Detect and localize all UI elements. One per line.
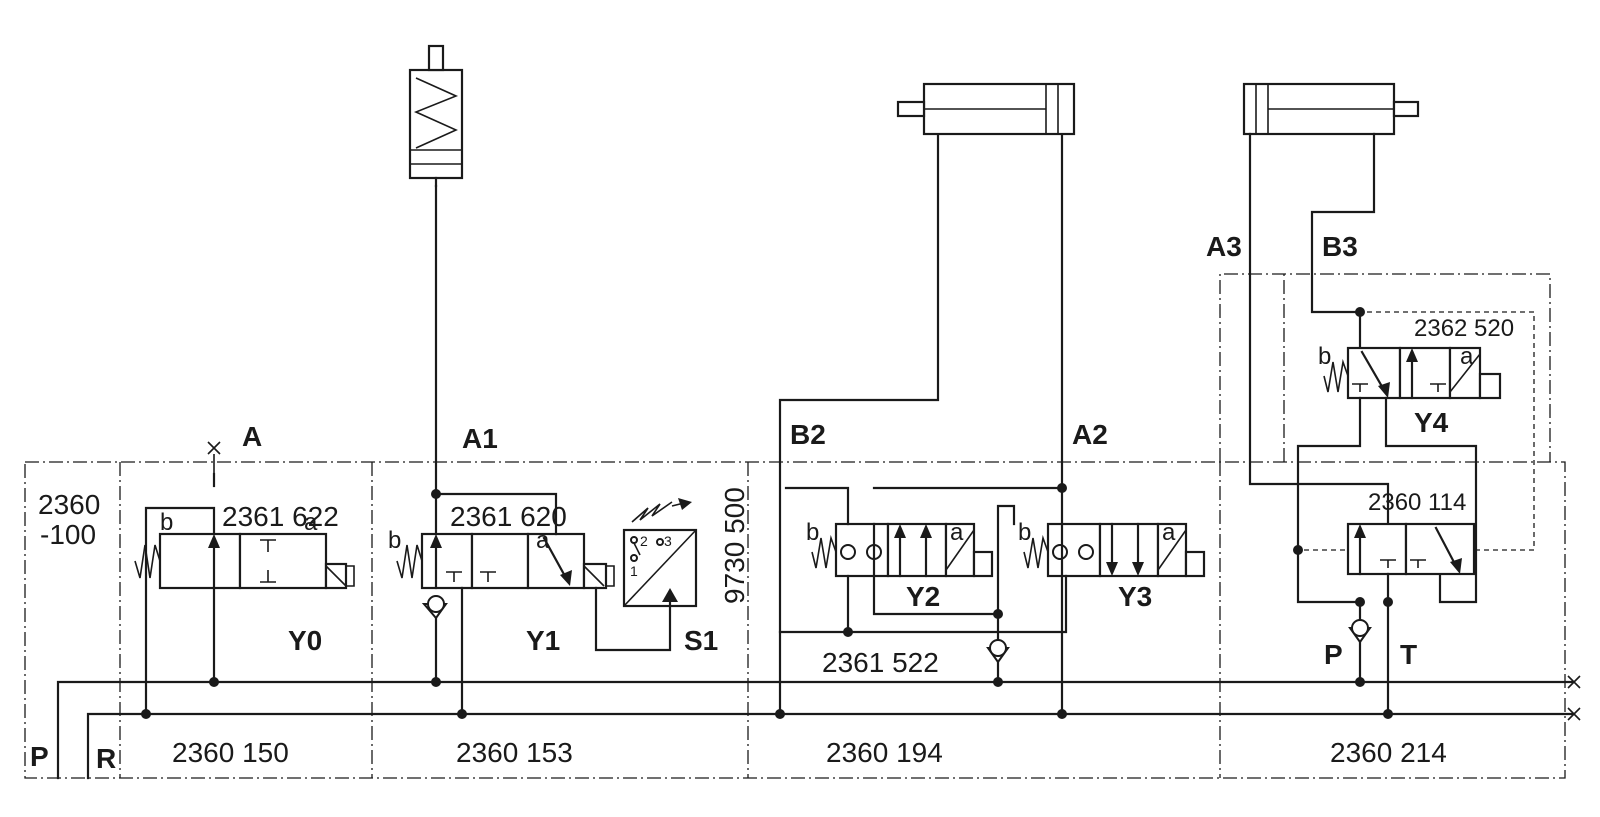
port-label-r-main: R (96, 743, 116, 774)
part-number-sub-valve: 2360 114 (1368, 489, 1466, 516)
side-label-a: a (1460, 343, 1474, 370)
valve-y4-section (1242, 82, 1502, 716)
coil-label-y0: Y0 (288, 625, 322, 656)
text-labels: A A1 B2 A2 A3 B3 P R P T Y0 Y1 Y2 Y3 Y4 … (30, 231, 1514, 774)
coil-label-y3: Y3 (1118, 581, 1152, 612)
port-label-a3: A3 (1206, 231, 1242, 262)
switch-port-2: 2 (640, 533, 648, 549)
switch-port-1: 1 (630, 563, 638, 579)
switch-port-3: 3 (664, 533, 672, 549)
supply-lines (56, 675, 1581, 780)
part-number-y0: 2361 622 (222, 501, 339, 532)
base-number-3: 2360 194 (826, 737, 943, 768)
side-label-b: b (160, 509, 173, 536)
side-label-b: b (806, 519, 819, 546)
valve-y0 (134, 441, 355, 716)
base-number-4: 2360 214 (1330, 737, 1447, 768)
side-label-b: b (1018, 519, 1031, 546)
part-number-s1: 9730 500 (719, 487, 750, 604)
pressure-switch-s1 (594, 498, 698, 652)
port-label-b2: B2 (790, 419, 826, 450)
port-label-a2: A2 (1072, 419, 1108, 450)
port-label-b3: B3 (1322, 231, 1358, 262)
switch-label-s1: S1 (684, 625, 718, 656)
base-number-2: 2360 153 (456, 737, 573, 768)
port-label-p-sub: P (1324, 639, 1343, 670)
junction-dots (141, 307, 1393, 719)
part-number-y4: 2362 520 (1414, 315, 1514, 342)
base-number-1: 2360 150 (172, 737, 289, 768)
coil-label-y4: Y4 (1414, 407, 1449, 438)
coil-label-y2: Y2 (906, 581, 940, 612)
side-label-a: a (950, 519, 964, 546)
valve-y1 (396, 44, 615, 716)
valves-y2-y3 (778, 82, 1206, 716)
port-label-p-main: P (30, 741, 49, 772)
side-label-b: b (1318, 343, 1331, 370)
side-label-a: a (1162, 519, 1176, 546)
end-plate-number-line2: -100 (40, 519, 96, 550)
port-label-a1: A1 (462, 423, 498, 454)
port-label-t-sub: T (1400, 639, 1417, 670)
coil-label-y1: Y1 (526, 625, 560, 656)
part-number-y2-y3: 2361 522 (822, 647, 939, 678)
port-label-a: A (242, 421, 262, 452)
side-label-a: a (304, 509, 318, 536)
end-plate-number-line1: 2360 (38, 489, 100, 520)
part-number-y1: 2361 620 (450, 501, 567, 532)
side-label-a: a (536, 527, 550, 554)
side-label-b: b (388, 527, 401, 554)
